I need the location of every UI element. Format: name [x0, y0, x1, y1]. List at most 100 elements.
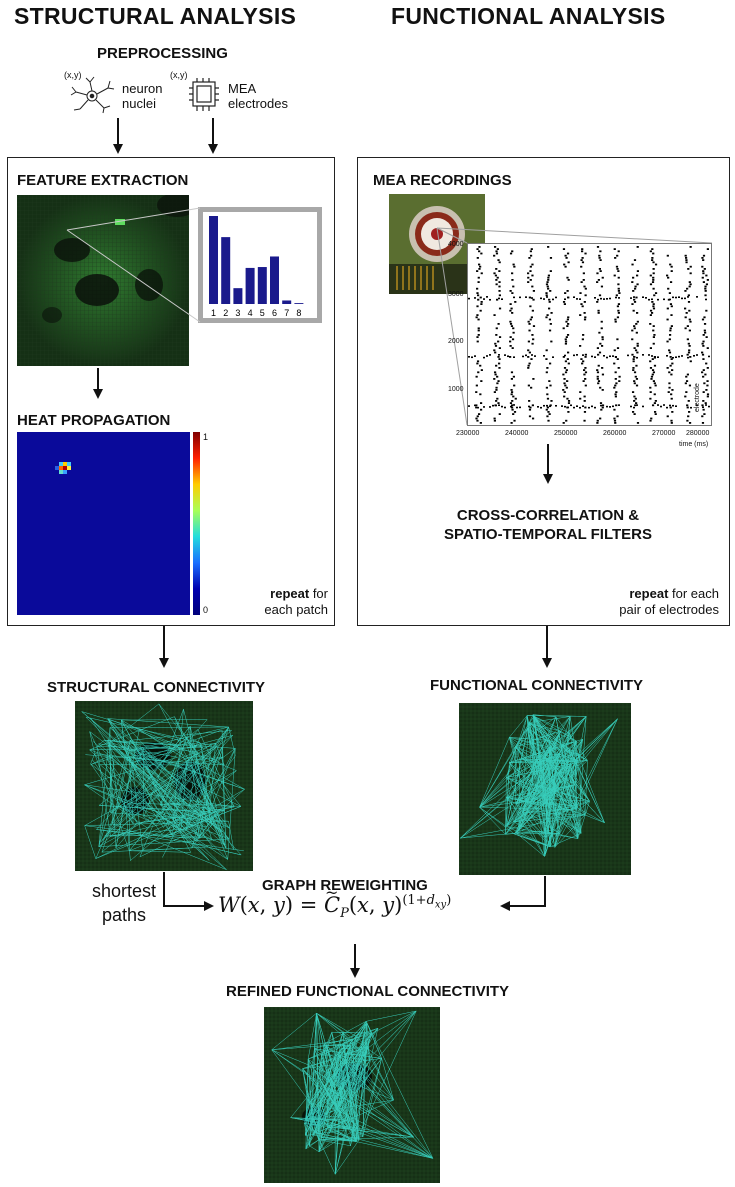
spike-mark	[670, 314, 673, 316]
connectivity-edge	[479, 777, 507, 808]
raster-xlabel: time (ms)	[679, 441, 709, 448]
spike-mark	[696, 404, 698, 407]
spike-mark	[545, 316, 548, 319]
connectivity-edge	[505, 762, 510, 835]
spike-mark	[564, 405, 566, 408]
spike-mark	[654, 384, 657, 387]
spike-mark	[686, 287, 689, 290]
raster-xtick: 240000	[505, 430, 529, 437]
spike-mark	[686, 404, 689, 407]
spike-mark	[495, 400, 498, 402]
spike-mark	[550, 400, 553, 402]
spike-mark	[675, 356, 677, 359]
spike-mark	[511, 408, 514, 411]
spike-mark	[477, 329, 480, 332]
spike-mark	[704, 373, 707, 376]
spike-mark	[613, 408, 616, 411]
connectivity-edge	[96, 806, 119, 830]
spike-mark	[701, 371, 704, 374]
spike-mark	[687, 351, 691, 354]
repeat-each-patch-note: repeat for each patch	[246, 586, 328, 618]
histogram-tick-label: 3	[235, 308, 240, 318]
spike-mark	[669, 327, 672, 330]
spike-mark	[668, 292, 671, 294]
spike-mark	[614, 318, 617, 321]
spike-mark	[596, 419, 599, 422]
spike-mark	[581, 305, 584, 308]
spike-mark	[528, 400, 531, 402]
connectivity-edge	[555, 793, 577, 810]
graph-reweighting-title: GRAPH REWEIGHTING	[262, 877, 428, 894]
spike-mark	[478, 268, 481, 270]
spike-mark	[489, 406, 491, 408]
spike-mark	[498, 285, 501, 288]
spike-mark	[702, 358, 705, 360]
spike-mark	[687, 356, 689, 359]
connectivity-edge	[305, 1102, 310, 1120]
connectivity-edge	[308, 1049, 337, 1060]
spike-mark	[543, 404, 545, 407]
spike-mark	[666, 354, 668, 357]
spike-mark	[584, 353, 587, 356]
connectivity-edge	[338, 1047, 366, 1117]
raster-ytick-3000: 3000	[448, 291, 464, 298]
spike-mark	[688, 345, 691, 347]
connectivity-edge	[81, 711, 197, 812]
colorbar-min-label: 0	[203, 605, 209, 615]
connectivity-edge	[526, 803, 557, 816]
spike-mark	[582, 405, 584, 407]
spike-mark	[540, 406, 542, 409]
spike-mark	[603, 354, 605, 357]
connectivity-edge	[343, 1044, 434, 1159]
spike-mark	[652, 252, 655, 255]
spike-mark	[480, 301, 483, 303]
connectivity-edge	[307, 1013, 317, 1060]
spike-mark	[596, 301, 599, 303]
raster-ytick-2000: 2000	[448, 338, 464, 345]
spike-mark	[567, 411, 570, 413]
connectivity-edge	[548, 807, 582, 834]
spike-mark	[584, 294, 587, 297]
connectivity-edge	[215, 813, 226, 845]
spike-mark	[614, 395, 617, 398]
spike-mark	[564, 384, 567, 387]
spike-mark	[704, 331, 707, 334]
spike-mark	[631, 329, 634, 332]
spike-mark	[570, 404, 572, 407]
spike-mark	[475, 375, 478, 378]
spike-mark	[513, 404, 515, 406]
connectivity-edge	[316, 1012, 382, 1059]
spike-mark	[567, 323, 570, 325]
spike-mark	[531, 285, 534, 288]
spike-mark	[702, 254, 706, 257]
spike-mark	[703, 382, 706, 385]
spike-mark	[509, 252, 513, 255]
connectivity-edge	[550, 716, 587, 761]
spike-mark	[688, 329, 691, 332]
spike-mark	[668, 338, 671, 341]
spike-mark	[599, 417, 602, 420]
spike-mark	[576, 298, 578, 300]
spike-mark	[584, 378, 587, 380]
spike-mark	[617, 367, 620, 369]
spike-mark	[652, 261, 655, 264]
connectivity-edge	[314, 1013, 317, 1049]
spike-mark	[513, 296, 515, 299]
spike-mark	[670, 422, 673, 424]
connectivity-edge	[575, 741, 577, 809]
raster-ytick-1000: 1000	[448, 386, 464, 393]
spike-mark	[687, 301, 691, 303]
connectivity-edge	[350, 1041, 368, 1146]
spike-mark	[545, 408, 548, 411]
connectivity-edge	[574, 759, 605, 823]
spike-mark	[510, 405, 512, 408]
spike-mark	[476, 287, 479, 290]
spike-mark	[476, 340, 479, 343]
spike-mark	[614, 378, 617, 380]
spike-mark	[652, 272, 655, 275]
spike-mark	[495, 268, 498, 270]
spike-mark	[527, 367, 530, 369]
spike-mark	[497, 259, 500, 261]
spike-mark	[702, 369, 705, 371]
spike-mark	[564, 360, 568, 363]
